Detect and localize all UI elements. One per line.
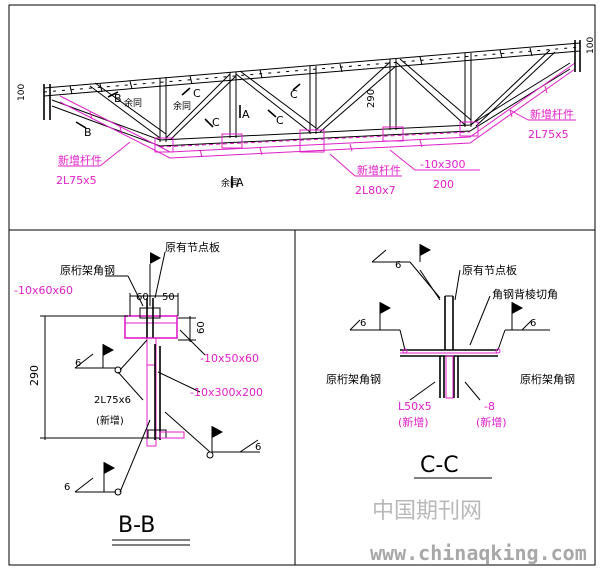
same-note-1: 余同 (124, 97, 142, 109)
bb-plate2-label: -10x50x60 (200, 352, 259, 365)
new-member-right-spec: 2L75x5 (528, 128, 569, 141)
bb-weld-6c: 6 (255, 442, 261, 453)
plate-len-top: 200 (433, 178, 454, 191)
bb-title: B-B (118, 513, 155, 538)
bb-weld-6a: 6 (75, 358, 81, 369)
same-note-3: 余同 (221, 177, 239, 189)
dim-mid-290: 290 (366, 89, 377, 108)
bb-dim-50: 50 (162, 292, 175, 303)
cc-title: C-C (420, 453, 459, 478)
cc-orig-angle-left: 原桁架角钢 (326, 372, 381, 386)
cut-mark-b-bottom: B (84, 126, 92, 139)
cc-angle-spec: L50x5 (398, 400, 432, 413)
section-bb-drawing (40, 251, 260, 496)
cc-angle-new: (新增) (398, 415, 429, 429)
new-member-left-spec: 2L75x5 (56, 174, 97, 187)
bb-orig-plate-label: 原有节点板 (165, 240, 220, 254)
cc-plate-new: (新增) (476, 415, 507, 429)
bb-orig-angle-label: 原桁架角钢 (60, 263, 115, 277)
cut-mark-b-top: B (114, 92, 122, 105)
cut-mark-c4: C (290, 88, 298, 101)
watermark-cn: 中国期刊网 (372, 499, 482, 524)
cut-mark-c1: C (193, 87, 201, 100)
bb-dim-290: 290 (28, 365, 41, 386)
truss-elevation (43, 40, 581, 188)
bb-dim-60b: 60 (196, 321, 207, 334)
bb-plate1-label: -10x60x60 (14, 284, 73, 297)
section-cc-drawing (349, 244, 550, 401)
bb-angle-new: (新增) (96, 414, 124, 427)
cc-cut-note: 角钢背棱切角 (492, 287, 558, 301)
plate-spec-top: -10x300 (420, 158, 465, 171)
cut-mark-a-bottom: A (236, 176, 244, 189)
cc-orig-plate-label: 原有节点板 (462, 263, 517, 277)
cc-weld-6b: 6 (360, 318, 366, 329)
cc-orig-angle-right: 原桁架角钢 (520, 372, 575, 386)
watermark-url: www.chinaqking.com (370, 541, 587, 565)
cc-weld-6c: 6 (530, 318, 536, 329)
bb-dim-60a: 60 (136, 292, 149, 303)
panel-cc-frame (294, 229, 596, 566)
bb-plate3-label: -10x300x200 (190, 386, 263, 399)
cc-plate-spec: -8 (484, 400, 495, 413)
new-member-center-label: 新增杆件 (357, 163, 401, 177)
new-member-center-spec: 2L80x7 (355, 184, 396, 197)
bb-weld-6b: 6 (64, 482, 70, 493)
dim-left-100: 100 (17, 84, 27, 101)
cut-mark-c3: C (276, 114, 284, 127)
new-member-right-label: 新增杆件 (530, 107, 574, 121)
cc-weld-6a: 6 (395, 260, 401, 271)
bb-angle-spec: 2L75x6 (94, 395, 131, 406)
cut-mark-a-top: A (242, 108, 250, 121)
cut-mark-c2: C (212, 116, 220, 129)
same-note-2: 余同 (173, 100, 191, 112)
dim-right-100: 100 (586, 37, 596, 54)
new-member-left-label: 新增杆件 (58, 153, 102, 167)
